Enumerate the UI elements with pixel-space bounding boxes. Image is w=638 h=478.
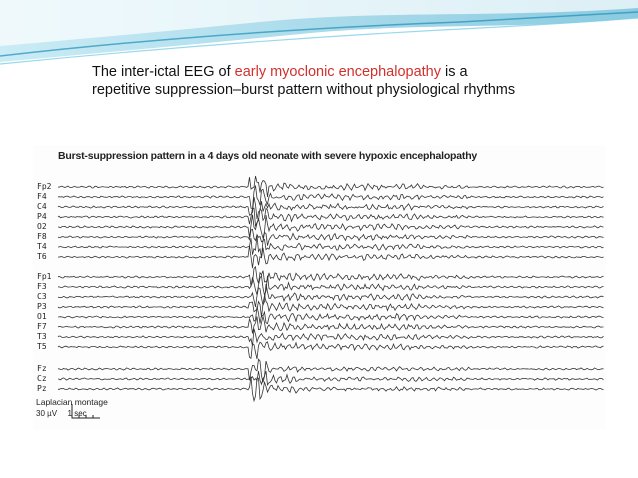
trace-f3 xyxy=(57,274,604,297)
trace-p4 xyxy=(57,207,604,228)
scale-time: 1 sec xyxy=(67,409,87,418)
channel-label-c4: C4 xyxy=(37,202,47,211)
channel-label-fp1: Fp1 xyxy=(37,272,52,281)
channel-label-fp2: Fp2 xyxy=(37,182,52,191)
channel-label-t3: T3 xyxy=(37,332,47,341)
trace-fz xyxy=(57,358,604,383)
eeg-figure-title: Burst-suppression pattern in a 4 days ol… xyxy=(58,150,478,162)
channel-label-p4: P4 xyxy=(37,212,47,221)
trace-fp1 xyxy=(57,265,604,288)
trace-cz xyxy=(57,370,604,386)
trace-o1 xyxy=(57,306,604,325)
channel-label-f7: F7 xyxy=(37,322,47,331)
channel-label-t4: T4 xyxy=(37,242,47,251)
montage-label: Laplacian montage xyxy=(36,397,108,407)
channel-label-f8: F8 xyxy=(37,232,47,241)
trace-t5 xyxy=(57,341,604,360)
trace-o2 xyxy=(58,214,604,240)
trace-c3 xyxy=(57,283,604,307)
channel-label-p3: P3 xyxy=(37,302,47,311)
channel-label-f3: F3 xyxy=(37,282,47,291)
trace-fp2 xyxy=(57,175,604,198)
scale-voltage: 30 µV xyxy=(36,409,58,418)
scale-bar xyxy=(71,404,100,419)
trace-t6 xyxy=(57,245,604,269)
trace-p3 xyxy=(57,295,604,318)
channel-label-c3: C3 xyxy=(37,292,47,301)
channel-label-o1: O1 xyxy=(37,312,47,321)
scale-bar-label: 30 µV 1 sec xyxy=(36,409,87,418)
caption-highlight: early myoclonic encephalopathy xyxy=(234,64,441,80)
trace-f8 xyxy=(57,228,604,246)
channel-label-f4: F4 xyxy=(37,192,47,201)
trace-f4 xyxy=(57,185,604,210)
channel-label-o2: O2 xyxy=(37,222,47,231)
caption-suffix: is a repetitive suppression–burst patter… xyxy=(92,64,516,98)
trace-pz xyxy=(57,376,604,403)
channel-label-pz: Pz xyxy=(37,384,47,393)
channel-label-t5: T5 xyxy=(37,342,47,351)
trace-f7 xyxy=(57,316,604,334)
caption-prefix: The inter-ictal EEG of xyxy=(92,64,235,80)
channel-label-cz: Cz xyxy=(37,374,47,383)
trace-t3 xyxy=(57,328,604,347)
header-wave-decoration xyxy=(0,0,638,80)
slide-caption: The inter-ictal EEG of early myoclonic e… xyxy=(92,63,522,99)
channel-label-t6: T6 xyxy=(37,252,47,261)
channel-label-fz: Fz xyxy=(37,364,47,373)
trace-c4 xyxy=(57,196,604,220)
trace-t4 xyxy=(58,235,604,258)
